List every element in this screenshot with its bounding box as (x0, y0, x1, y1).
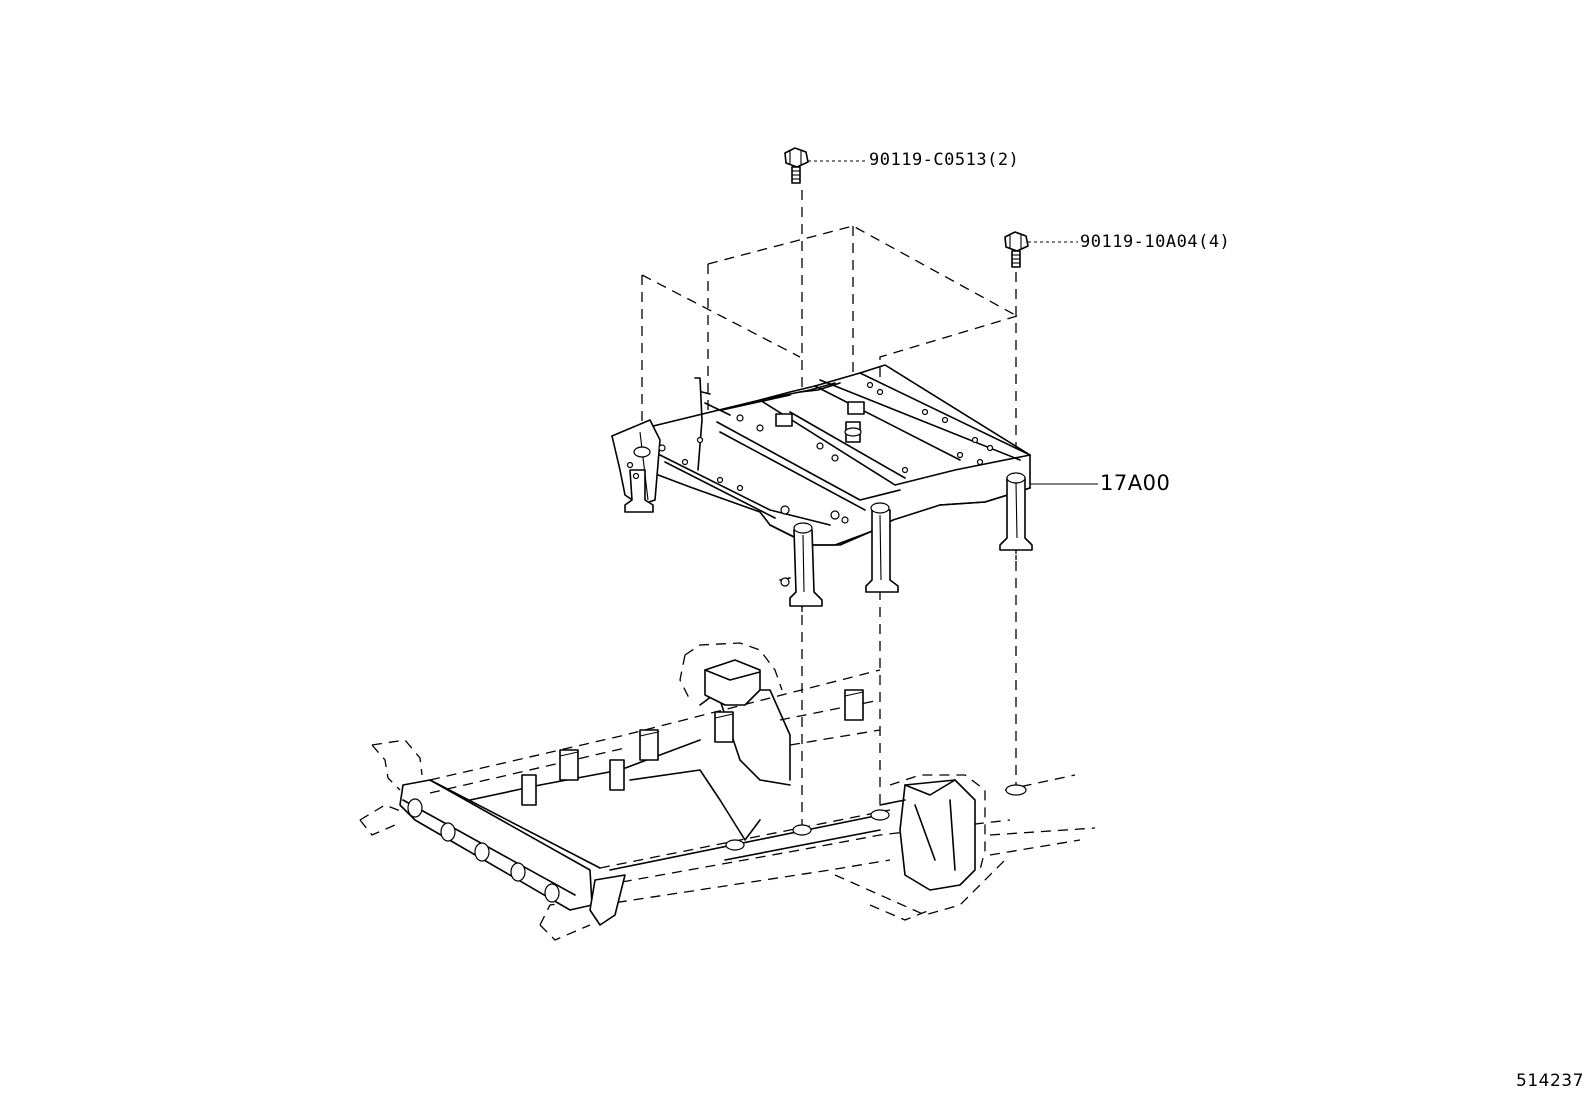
vehicle-chassis-reference (359, 642, 1096, 941)
bolt-a-icon[interactable] (784, 147, 809, 184)
frame-leg-front-1 (779, 529, 823, 607)
frame-holes (626, 381, 994, 524)
frame-leg-right (999, 477, 1033, 551)
callout-bolt-a[interactable]: 90119-C0513(2) (869, 150, 1020, 170)
frame-leg-left (624, 469, 654, 513)
sub-frame-17A00[interactable] (611, 364, 1033, 607)
frame-leg-front-2 (865, 509, 899, 593)
illustration-id: 514237 (1516, 1071, 1584, 1091)
bolt-b-icon[interactable] (1004, 231, 1029, 268)
callout-bolt-b[interactable]: 90119-10A04(4) (1080, 232, 1231, 252)
callout-frame-part[interactable]: 17A00 (1100, 471, 1171, 495)
